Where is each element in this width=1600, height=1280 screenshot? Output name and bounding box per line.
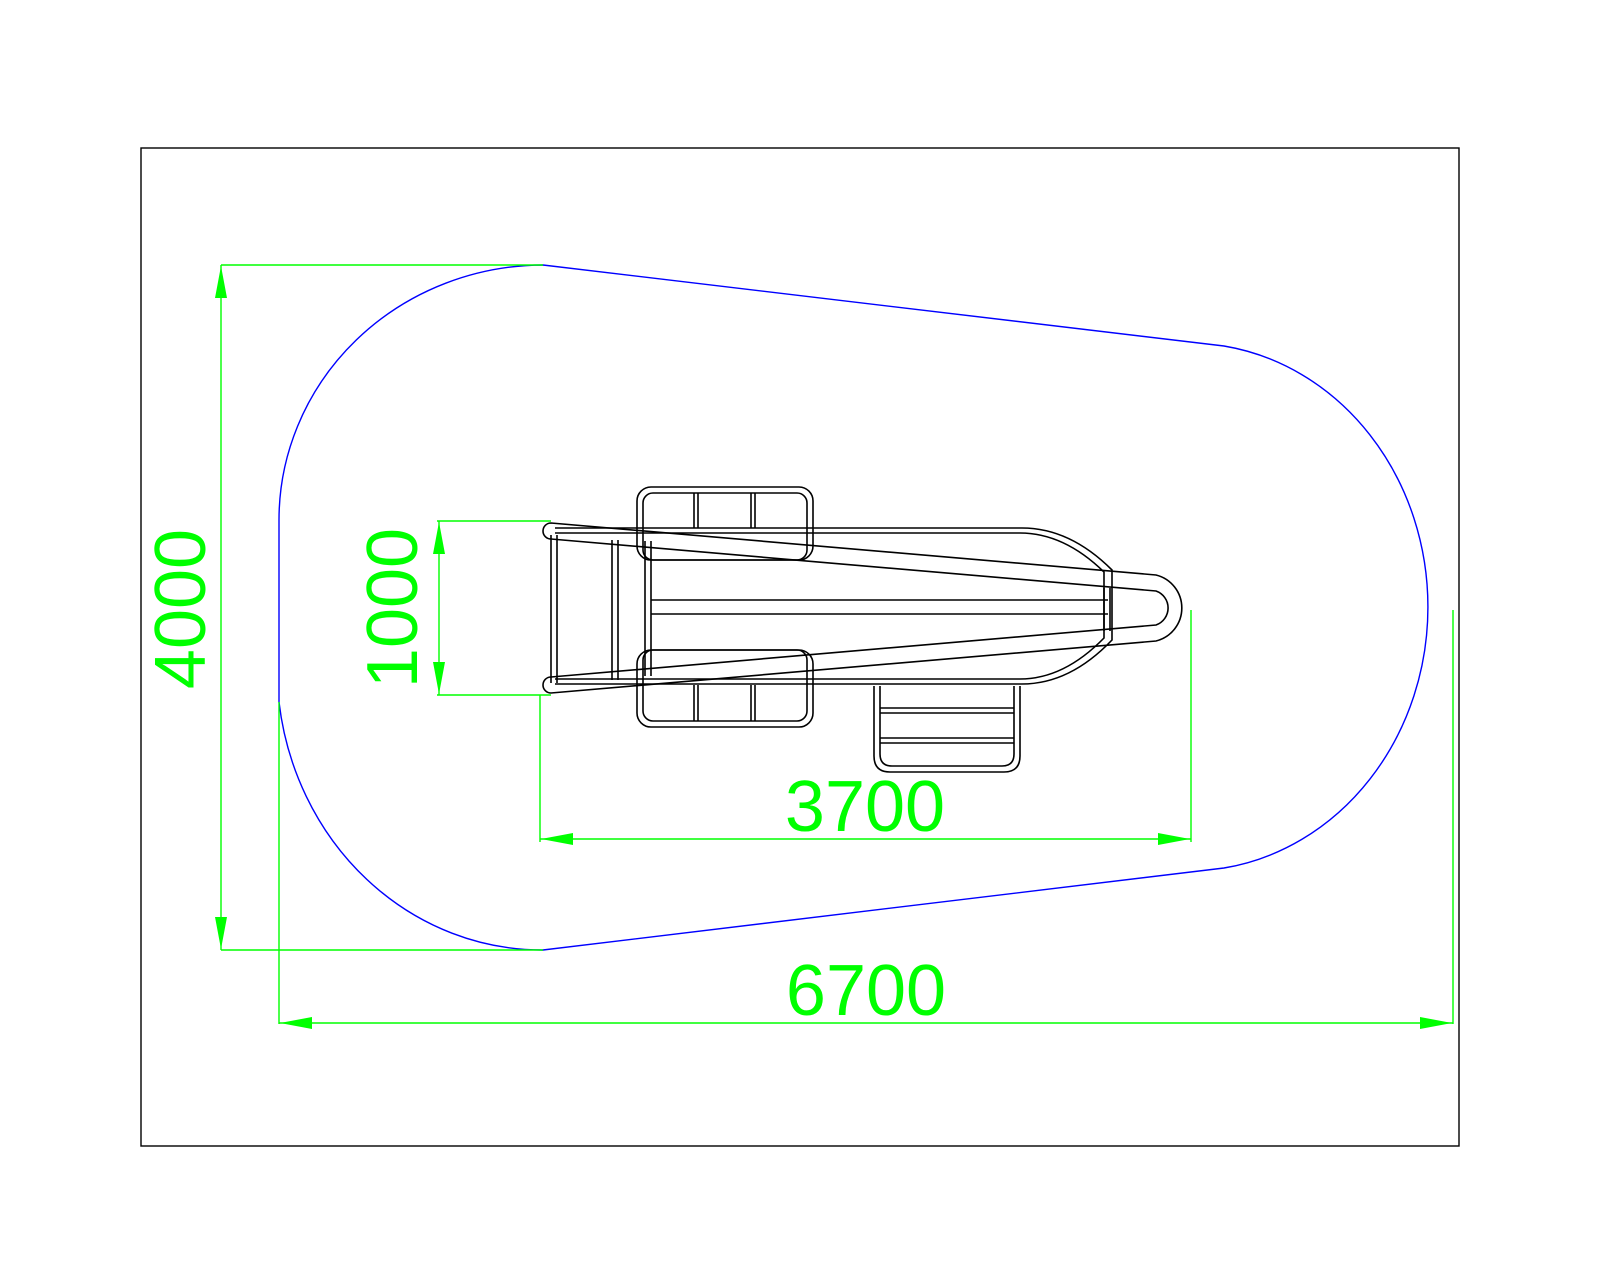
drawing-frame [140,147,1460,1147]
dimension-equipment-length [539,610,1192,845]
ladder [873,686,1021,773]
slide-body-outline [555,527,1113,685]
bottom-step-platform [636,649,814,728]
top-step-platform [636,486,814,561]
safety-zone-outline [278,264,1429,951]
dimension-label-overall-height: 4000 [141,529,221,689]
dimension-equipment-width [433,520,551,696]
dimension-overall-width [278,610,1454,1029]
dimension-overall-height [215,264,543,951]
handrail-loop [542,522,1183,694]
dimension-label-equipment-length: 3700 [785,767,945,847]
slide-equipment [542,486,1183,773]
dimension-label-overall-width: 6700 [786,951,946,1031]
dimension-label-equipment-width: 1000 [353,528,433,688]
